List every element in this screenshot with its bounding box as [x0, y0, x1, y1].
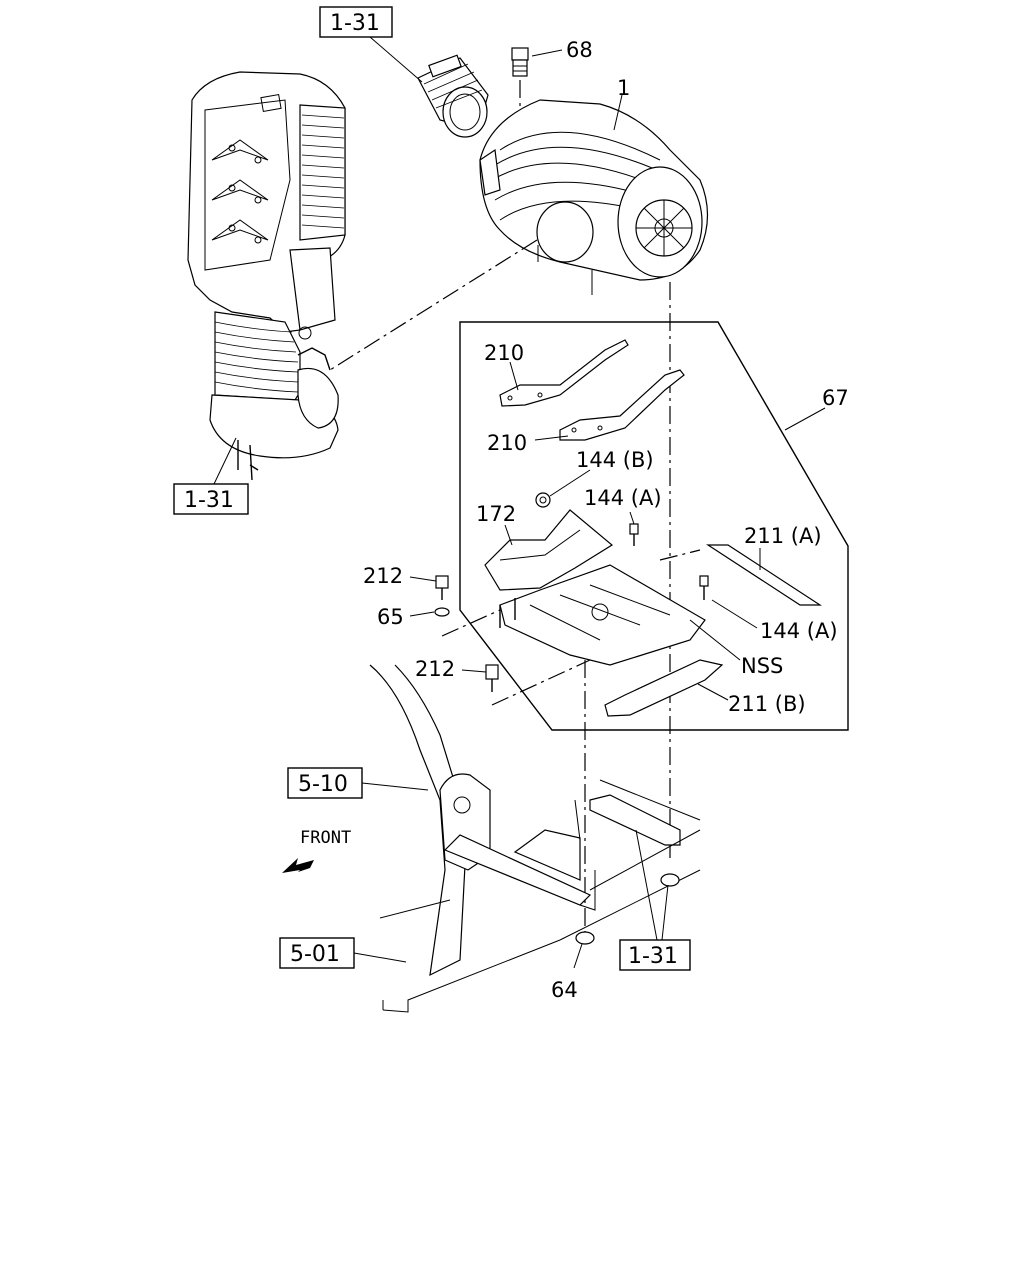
callout-144a-right: 144 (A): [760, 619, 838, 643]
callout-212-upper: 212: [363, 564, 403, 588]
ref-box-left-duct[interactable]: 1-31: [173, 483, 249, 515]
ref-box-frame-lower-text: 5-01: [290, 942, 340, 967]
callout-1: 1: [617, 76, 630, 100]
ref-box-frame-bracket-text: 1-31: [628, 944, 678, 969]
callout-144b: 144 (B): [576, 448, 654, 472]
bracket-210-drawing: [499, 339, 685, 441]
callout-211a: 211 (A): [744, 524, 822, 548]
callout-212-lower: 212: [415, 657, 455, 681]
bolt-68-drawing: [511, 47, 529, 77]
callout-211b: 211 (B): [728, 692, 806, 716]
callout-210-upper: 210: [484, 341, 524, 365]
flex-hose-drawing: [417, 54, 489, 138]
callout-210-lower: 210: [487, 431, 527, 455]
callout-nss: NSS: [741, 654, 783, 678]
callout-68: 68: [566, 38, 593, 62]
callout-172: 172: [476, 502, 516, 526]
ref-box-top-duct[interactable]: 1-31: [319, 6, 393, 38]
air-cleaner-drawing: [479, 99, 709, 295]
cover-172-drawing: [484, 509, 706, 666]
ref-box-frame-upper-text: 5-10: [298, 772, 348, 797]
fastener-drawings: [434, 492, 709, 692]
callout-67: 67: [822, 386, 849, 410]
ref-box-frame-upper[interactable]: 5-10: [287, 767, 363, 799]
front-arrow-icon: [282, 858, 314, 873]
callout-64: 64: [551, 978, 578, 1002]
callout-65: 65: [377, 605, 404, 629]
ref-box-frame-lower[interactable]: 5-01: [279, 937, 355, 969]
strip-211-drawing: [604, 544, 823, 717]
chassis-frame-drawing: [369, 664, 701, 1013]
callout-144a-top: 144 (A): [584, 486, 662, 510]
ref-box-frame-bracket[interactable]: 1-31: [619, 939, 691, 971]
front-label: FRONT: [300, 828, 351, 848]
air-intake-duct-drawing: [187, 71, 346, 481]
ref-box-left-duct-text: 1-31: [184, 488, 234, 513]
ref-box-top-duct-text: 1-31: [330, 11, 380, 36]
